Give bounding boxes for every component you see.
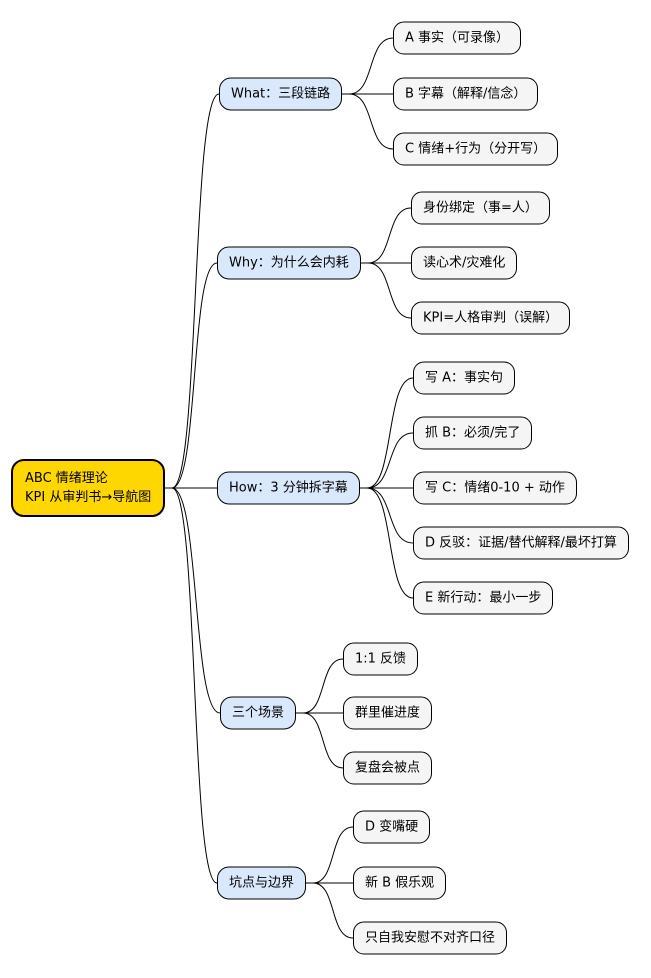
edge-connector bbox=[360, 377, 414, 489]
node-label: 抓 B：必须/完了 bbox=[425, 425, 521, 441]
edge-connector bbox=[296, 658, 344, 714]
edge-connector bbox=[296, 712, 344, 769]
leaf-node[interactable]: 新 B 假乐观 bbox=[353, 866, 447, 900]
leaf-node[interactable]: 1:1 反馈 bbox=[343, 642, 419, 676]
root-label-line2: KPI 从审判书→导航图 bbox=[25, 490, 152, 505]
leaf-node[interactable]: 只自我安慰不对齐口径 bbox=[353, 921, 508, 955]
leaf-node[interactable]: 复盘会被点 bbox=[343, 751, 433, 785]
edge-connector bbox=[165, 93, 220, 489]
leaf-node[interactable]: 身份绑定（事=人） bbox=[411, 191, 550, 225]
node-label: Why：为什么会内耗 bbox=[229, 255, 349, 271]
node-label: 新 B 假乐观 bbox=[365, 875, 435, 891]
leaf-node[interactable]: KPI=人格审判（误解） bbox=[411, 301, 571, 335]
leaf-node[interactable]: A 事实（可录像） bbox=[393, 21, 522, 55]
leaf-node[interactable]: 抓 B：必须/完了 bbox=[413, 416, 533, 450]
node-label: D 反驳：证据/替代解释/最坏打算 bbox=[425, 535, 617, 551]
node-label: 写 C：情绪0-10 + 动作 bbox=[425, 480, 565, 496]
edge-connector bbox=[306, 882, 354, 939]
edge-connector bbox=[342, 37, 394, 95]
node-label: 身份绑定（事=人） bbox=[423, 200, 538, 216]
node-label: 三个场景 bbox=[232, 705, 285, 721]
node-label: 读心术/灾难化 bbox=[423, 255, 506, 271]
node-label: B 字幕（解释/信念） bbox=[405, 86, 527, 102]
branch-node-scenarios[interactable]: 三个场景 bbox=[220, 696, 297, 730]
node-label: How：3 分钟拆字幕 bbox=[229, 480, 348, 496]
branch-node-why[interactable]: Why：为什么会内耗 bbox=[217, 246, 361, 280]
node-label: What：三段链路 bbox=[231, 86, 331, 102]
node-label: 坑点与边界 bbox=[229, 875, 295, 891]
node-label: A 事实（可录像） bbox=[405, 30, 510, 46]
edge-connector bbox=[361, 262, 412, 319]
root-label-line1: ABC 情绪理论 bbox=[25, 471, 108, 486]
node-label: 写 A：事实句 bbox=[425, 370, 504, 386]
leaf-node[interactable]: B 字幕（解释/信念） bbox=[393, 77, 539, 111]
root-node[interactable]: ABC 情绪理论 KPI 从审判书→导航图 bbox=[11, 459, 166, 517]
leaf-node[interactable]: 写 A：事实句 bbox=[413, 361, 516, 395]
branch-node-how[interactable]: How：3 分钟拆字幕 bbox=[217, 471, 360, 505]
edge-connector bbox=[360, 432, 414, 489]
leaf-node[interactable]: 读心术/灾难化 bbox=[411, 246, 518, 280]
leaf-node[interactable]: 群里催进度 bbox=[343, 696, 433, 730]
edge-connector bbox=[361, 207, 412, 264]
edge-connector bbox=[360, 487, 414, 599]
node-label: D 变嘴硬 bbox=[365, 819, 419, 835]
leaf-node[interactable]: D 变嘴硬 bbox=[353, 810, 431, 844]
leaf-node[interactable]: D 反驳：证据/替代解释/最坏打算 bbox=[413, 526, 629, 560]
edge-connector bbox=[360, 487, 414, 544]
edge-connector bbox=[165, 487, 221, 714]
node-label: 复盘会被点 bbox=[355, 760, 421, 776]
branch-node-what[interactable]: What：三段链路 bbox=[219, 77, 343, 111]
branch-node-pitfalls[interactable]: 坑点与边界 bbox=[217, 866, 307, 900]
node-label: 群里催进度 bbox=[355, 705, 421, 721]
edge-connector bbox=[165, 262, 218, 489]
node-label: E 新行动：最小一步 bbox=[425, 590, 542, 606]
edge-connector bbox=[342, 93, 394, 150]
node-label: 1:1 反馈 bbox=[355, 651, 407, 667]
node-label: C 情绪+行为（分开写） bbox=[405, 141, 547, 157]
leaf-node[interactable]: 写 C：情绪0-10 + 动作 bbox=[413, 471, 577, 505]
edge-connector bbox=[306, 826, 354, 884]
leaf-node[interactable]: E 新行动：最小一步 bbox=[413, 581, 554, 615]
leaf-node[interactable]: C 情绪+行为（分开写） bbox=[393, 132, 559, 166]
node-label: 只自我安慰不对齐口径 bbox=[365, 930, 496, 946]
node-label: KPI=人格审判（误解） bbox=[423, 310, 559, 326]
edge-connector bbox=[165, 487, 218, 884]
